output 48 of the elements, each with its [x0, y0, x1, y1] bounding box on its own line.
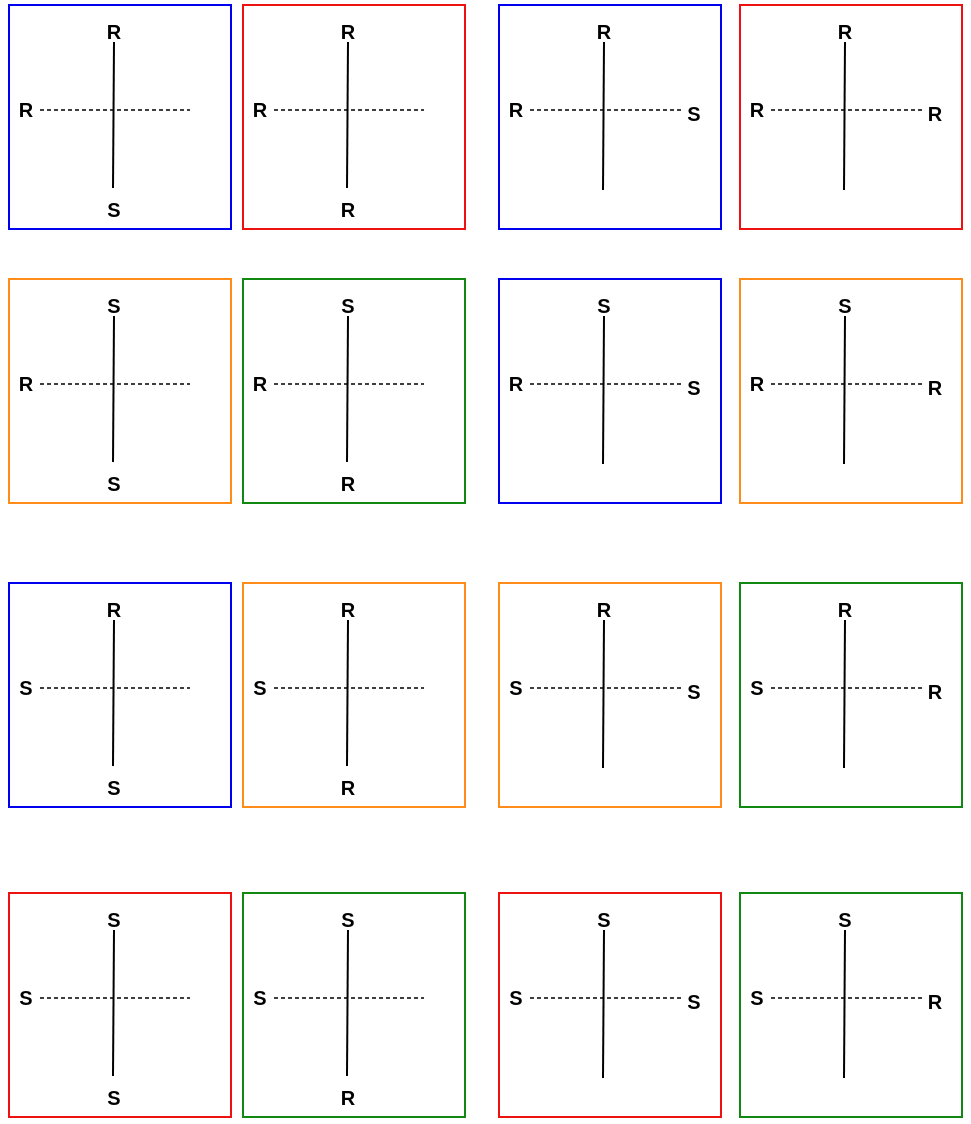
- descriptor-label: R: [927, 378, 943, 398]
- descriptor-label: R: [340, 1088, 356, 1108]
- descriptor-label: S: [107, 910, 121, 930]
- descriptor-label: S: [107, 1088, 121, 1108]
- descriptor-label: S: [341, 296, 355, 316]
- descriptor-label: R: [927, 104, 943, 124]
- descriptor-label: R: [340, 22, 356, 42]
- descriptor-label: S: [107, 296, 121, 316]
- descriptor-label: R: [596, 22, 612, 42]
- descriptor-label: R: [252, 374, 268, 394]
- descriptor-label: S: [509, 678, 523, 698]
- descriptor-label: R: [106, 600, 122, 620]
- descriptor-label: S: [597, 910, 611, 930]
- descriptor-label: R: [106, 22, 122, 42]
- descriptor-label: R: [837, 600, 853, 620]
- descriptor-label: R: [927, 992, 943, 1012]
- descriptor-label: R: [837, 22, 853, 42]
- descriptor-label: R: [340, 474, 356, 494]
- descriptor-label: R: [508, 100, 524, 120]
- descriptor-label: S: [687, 378, 701, 398]
- descriptor-label: S: [838, 910, 852, 930]
- descriptor-label: R: [340, 200, 356, 220]
- descriptor-label: S: [597, 296, 611, 316]
- descriptor-label: S: [107, 778, 121, 798]
- descriptor-label: S: [509, 988, 523, 1008]
- descriptor-label: R: [927, 682, 943, 702]
- descriptor-label: S: [750, 988, 764, 1008]
- descriptor-label: R: [508, 374, 524, 394]
- descriptor-label: R: [749, 100, 765, 120]
- descriptor-label: S: [253, 678, 267, 698]
- descriptor-label: R: [596, 600, 612, 620]
- descriptor-label: R: [18, 374, 34, 394]
- descriptor-label: S: [107, 474, 121, 494]
- descriptor-label: R: [749, 374, 765, 394]
- descriptor-label: S: [341, 910, 355, 930]
- descriptor-label: S: [253, 988, 267, 1008]
- descriptor-label: S: [687, 104, 701, 124]
- descriptor-label: S: [687, 992, 701, 1012]
- descriptor-label: R: [252, 100, 268, 120]
- descriptor-label: S: [687, 682, 701, 702]
- descriptor-label: R: [18, 100, 34, 120]
- descriptor-label: R: [340, 600, 356, 620]
- descriptor-label: S: [19, 678, 33, 698]
- descriptor-label: S: [838, 296, 852, 316]
- descriptor-label: S: [750, 678, 764, 698]
- descriptor-label: R: [340, 778, 356, 798]
- descriptor-label: S: [107, 200, 121, 220]
- descriptor-label: S: [19, 988, 33, 1008]
